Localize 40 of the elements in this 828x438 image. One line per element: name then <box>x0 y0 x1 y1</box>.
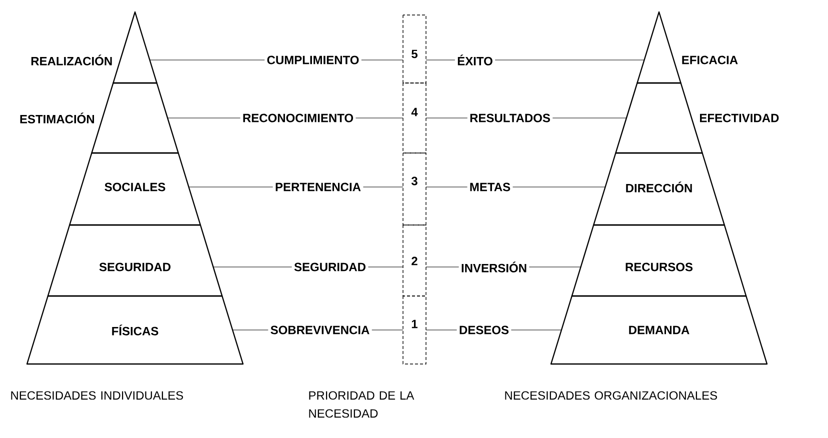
level-label: INVERSIÓN <box>462 262 526 272</box>
pyramid-level: FÍSICAS <box>26 295 244 365</box>
priority-box: 1 <box>402 296 426 364</box>
level-label: RESULTADOS <box>470 114 550 122</box>
priority-box: 5 <box>402 14 426 84</box>
pyramid-level: DIRECCIÓN <box>593 152 725 226</box>
pyramid-level: ESTIMACIÓN <box>20 82 179 154</box>
pyramid-level: RECURSOS <box>571 224 747 297</box>
level-label: PERTENENCIA <box>276 182 361 192</box>
pyramid-level: DEMANDA <box>550 295 768 365</box>
connector-line <box>426 186 468 188</box>
pyramid-level: REALIZACIÓN <box>31 11 158 84</box>
connector-line <box>368 266 404 268</box>
level-label: METAS <box>470 182 510 192</box>
pyramid-level: EFECTIVIDAD <box>615 82 779 154</box>
level-label: ÉXITO <box>458 54 492 66</box>
connector-line <box>426 266 460 268</box>
node-label: ESTIMACIÓN <box>20 112 94 124</box>
level-label: SEGURIDAD <box>294 262 366 272</box>
priority-box: 3 <box>402 152 426 226</box>
connector-line <box>212 266 292 268</box>
caption: PRIORIDAD DE LA NECESIDAD <box>309 391 414 418</box>
node-label: EFICACIA <box>682 56 738 64</box>
connector-line <box>528 266 582 268</box>
connector-line <box>188 186 274 188</box>
connector-line <box>512 186 606 188</box>
level-label: CUMPLIMIENTO <box>267 56 359 64</box>
level-label: RECONOCIMIENTO <box>243 114 354 122</box>
level-label: SOBREVIVENCIA <box>270 326 370 334</box>
pyramid-level: EFICACIA <box>636 11 738 84</box>
node-label: EFECTIVIDAD <box>700 114 779 122</box>
priority-box: 2 <box>402 224 426 296</box>
caption: NECESIDADES ORGANIZACIONALES <box>505 391 718 400</box>
level-label: DESEOS <box>460 326 509 334</box>
node-label: REALIZACIÓN <box>31 54 112 66</box>
pyramid-level: SOCIALES <box>69 152 201 226</box>
caption: NECESIDADES INDIVIDUALES <box>11 391 184 400</box>
pyramid-level: SEGURIDAD <box>47 224 223 297</box>
connector-line <box>362 186 404 188</box>
priority-box: 4 <box>402 82 426 154</box>
